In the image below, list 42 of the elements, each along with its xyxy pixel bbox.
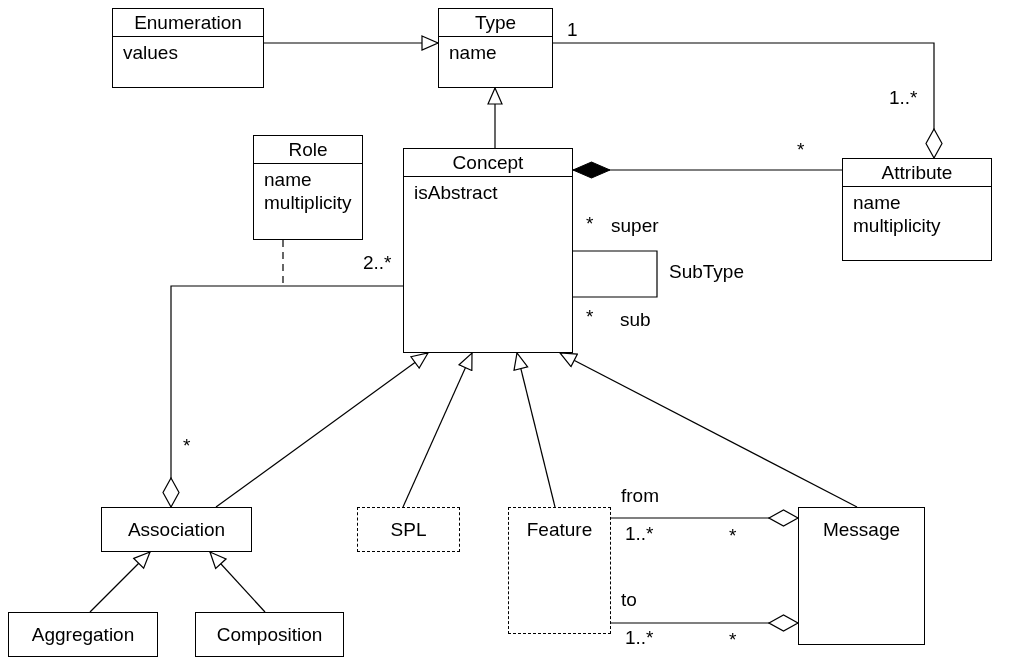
class-name: SPL <box>390 519 427 541</box>
class-name: Composition <box>216 624 323 646</box>
aggregation-line <box>610 614 799 632</box>
edge-label: SubType <box>668 262 745 282</box>
attribute-list: values <box>113 37 263 68</box>
self-association-line <box>572 250 658 298</box>
aggregation-line <box>162 285 404 508</box>
attribute-list: isAbstract <box>404 177 572 208</box>
generalization-arrow <box>215 352 429 508</box>
class-box <box>357 507 460 552</box>
generalization-arrow <box>263 35 439 51</box>
composition-line <box>572 161 843 179</box>
class-name: Type <box>439 9 552 37</box>
class-box <box>438 8 553 88</box>
class-name: Message <box>822 519 901 541</box>
generalization-arrow <box>209 551 266 613</box>
class-box <box>798 507 925 645</box>
attribute-list: name multiplicity <box>843 187 991 241</box>
class-box <box>8 612 158 657</box>
class-box <box>842 158 992 261</box>
attribute-list: name multiplicity <box>254 164 362 218</box>
attribute-list: name <box>439 37 552 68</box>
generalization-arrow <box>559 352 858 508</box>
class-box <box>403 148 573 353</box>
class-box <box>101 507 252 552</box>
class-box <box>112 8 264 88</box>
generalization-arrow <box>513 352 556 508</box>
class-name: Role <box>254 136 362 164</box>
generalization-arrow <box>89 551 151 613</box>
class-box <box>195 612 344 657</box>
generalization-arrow <box>487 87 503 149</box>
class-name: Concept <box>404 149 572 177</box>
aggregation-line <box>610 509 799 527</box>
aggregation-line <box>552 42 943 159</box>
class-name: Aggregation <box>31 624 135 646</box>
class-box <box>508 507 611 634</box>
class-box <box>253 135 363 240</box>
class-name: Enumeration <box>113 9 263 37</box>
generalization-arrow <box>402 352 473 508</box>
class-name: Attribute <box>843 159 991 187</box>
class-name: Association <box>127 519 226 541</box>
class-name: Feature <box>526 519 593 541</box>
